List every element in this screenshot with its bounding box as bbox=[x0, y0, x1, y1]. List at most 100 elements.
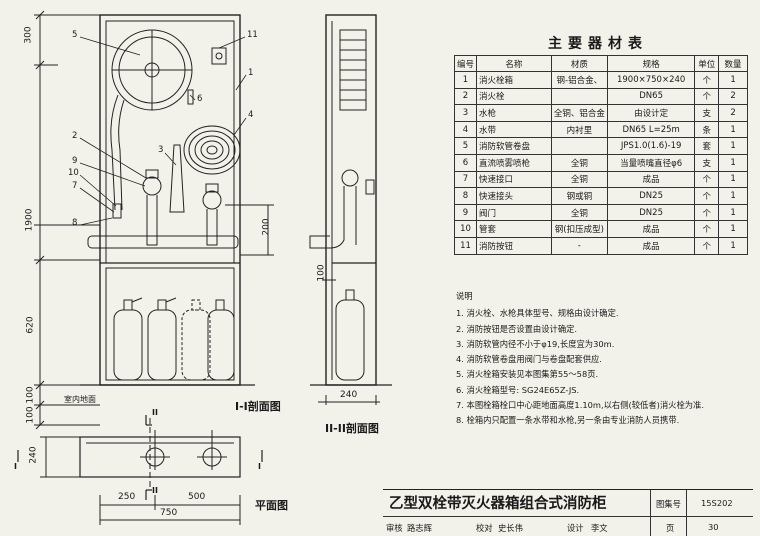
cell: 阀门 bbox=[476, 203, 552, 222]
cell: 1 bbox=[718, 220, 748, 238]
cell: 成品 bbox=[606, 170, 696, 189]
callout-1: 1 bbox=[248, 68, 254, 78]
page-label: 页 bbox=[666, 523, 675, 533]
cell: 1 bbox=[718, 137, 748, 155]
cell: JPS1.0(1.6)-19 bbox=[606, 137, 696, 155]
cell: 快速接头 bbox=[476, 187, 552, 205]
atlas-number: 15S202 bbox=[701, 498, 733, 508]
left-dimension-lines bbox=[34, 10, 100, 430]
cell: 钢(扣压成型) bbox=[550, 220, 608, 238]
dim-750: 750 bbox=[160, 508, 178, 518]
note-item: 3. 消防软管内径不小于φ19,长度宜为30m. bbox=[456, 338, 615, 349]
cell: 1900×750×240 bbox=[606, 71, 696, 89]
cell: 当量喷嘴直径φ6 bbox=[606, 153, 696, 172]
cell: 全铜、铝合金 bbox=[550, 104, 608, 122]
callout-9: 9 bbox=[72, 156, 78, 166]
dim-100a: 100 bbox=[25, 386, 36, 404]
cell: 管套 bbox=[476, 220, 552, 238]
dim-200: 200 bbox=[261, 218, 272, 236]
cell: 1 bbox=[718, 120, 748, 139]
dim-500: 500 bbox=[188, 492, 206, 502]
section-mark-left: I bbox=[14, 462, 17, 471]
cell bbox=[550, 87, 608, 106]
callout-8: 8 bbox=[72, 218, 78, 228]
cell: 5 bbox=[453, 137, 478, 155]
check-name: 史长伟 bbox=[498, 523, 523, 533]
callout-11: 11 bbox=[247, 30, 258, 40]
cell: 7 bbox=[453, 170, 478, 189]
cell: 个 bbox=[694, 220, 720, 238]
cabinet-front-section bbox=[80, 14, 255, 386]
note-item: 7. 本图栓箱栓口中心距地面高度1.10m,以右侧(较低者)消火栓为准. bbox=[456, 400, 704, 411]
callout-2: 2 bbox=[72, 131, 78, 141]
cell: 1 bbox=[718, 71, 748, 89]
title-block: 乙型双栓带灭火器箱组合式消防柜 图集号 15S202 审核 路志辉 校对 史长伟… bbox=[383, 489, 753, 536]
cell: DN65 bbox=[606, 87, 696, 106]
cell: 个 bbox=[694, 187, 720, 205]
dim-300: 300 bbox=[23, 26, 34, 44]
cell: 1 bbox=[718, 203, 748, 222]
floor-label: 室内地面 bbox=[64, 395, 96, 404]
cell: 支 bbox=[694, 153, 720, 172]
notes-block: 说明 1. 消火栓、水枪具体型号、规格由设计确定. 2. 消防按钮是否设置由设计… bbox=[456, 289, 756, 429]
cell: 2 bbox=[718, 104, 748, 122]
note-item: 1. 消火栓、水枪具体型号、规格由设计确定. bbox=[456, 308, 619, 319]
dim-100-side: 100 bbox=[316, 264, 327, 282]
review-name: 路志辉 bbox=[407, 523, 432, 533]
dim-250: 250 bbox=[118, 492, 136, 502]
cell: 水枪 bbox=[476, 104, 552, 122]
cell: 支 bbox=[694, 104, 720, 122]
atlas-label: 图集号 bbox=[656, 499, 681, 509]
cell: 套 bbox=[694, 137, 720, 155]
tb-divider bbox=[686, 490, 687, 536]
cell: 消火栓箱 bbox=[476, 71, 552, 89]
cell: DN25 bbox=[606, 187, 696, 205]
cell: 9 bbox=[453, 203, 478, 222]
header-cell: 材质 bbox=[550, 55, 608, 72]
cell: - bbox=[550, 236, 608, 255]
cell: 条 bbox=[694, 120, 720, 139]
header-cell: 编号 bbox=[453, 55, 478, 72]
notes-heading: 说明 bbox=[456, 291, 473, 301]
cell: 快速接口 bbox=[476, 170, 552, 189]
dim-620: 620 bbox=[25, 316, 36, 334]
cell: 成品 bbox=[606, 220, 696, 238]
section-mark-bottom: II bbox=[152, 486, 158, 495]
cell: 个 bbox=[694, 203, 720, 222]
cell: 个 bbox=[694, 71, 720, 89]
design-name: 李文 bbox=[591, 523, 608, 533]
plan-label: 平面图 bbox=[255, 499, 288, 512]
cell: 消防按钮 bbox=[476, 236, 552, 255]
cell: 由设计定 bbox=[606, 104, 696, 122]
section-1-label: I-I剖面图 bbox=[235, 400, 281, 413]
review-label: 审核 bbox=[386, 523, 403, 533]
materials-title: 主要器材表 bbox=[548, 36, 648, 52]
cell: 6 bbox=[453, 153, 478, 172]
check-label: 校对 bbox=[476, 523, 493, 533]
header-cell: 数量 bbox=[718, 55, 748, 72]
section-mark-top: II bbox=[152, 408, 158, 417]
callout-5: 5 bbox=[72, 30, 78, 40]
cell bbox=[550, 137, 608, 155]
cell: 水带 bbox=[476, 120, 552, 139]
cell: 全铜 bbox=[550, 153, 608, 172]
dim-100b: 100 bbox=[25, 406, 36, 424]
cell: 全铜 bbox=[550, 203, 608, 222]
cell: 11 bbox=[453, 236, 478, 255]
callout-6: 6 bbox=[197, 94, 203, 104]
header-cell: 规格 bbox=[606, 55, 696, 72]
design-label: 设计 bbox=[567, 523, 584, 533]
page-number: 30 bbox=[708, 522, 719, 532]
note-item: 2. 消防按钮是否设置由设计确定. bbox=[456, 323, 578, 334]
cell: 个 bbox=[694, 170, 720, 189]
cell: 个 bbox=[694, 87, 720, 106]
cell: 个 bbox=[694, 236, 720, 255]
cabinet-side-section bbox=[309, 14, 392, 405]
